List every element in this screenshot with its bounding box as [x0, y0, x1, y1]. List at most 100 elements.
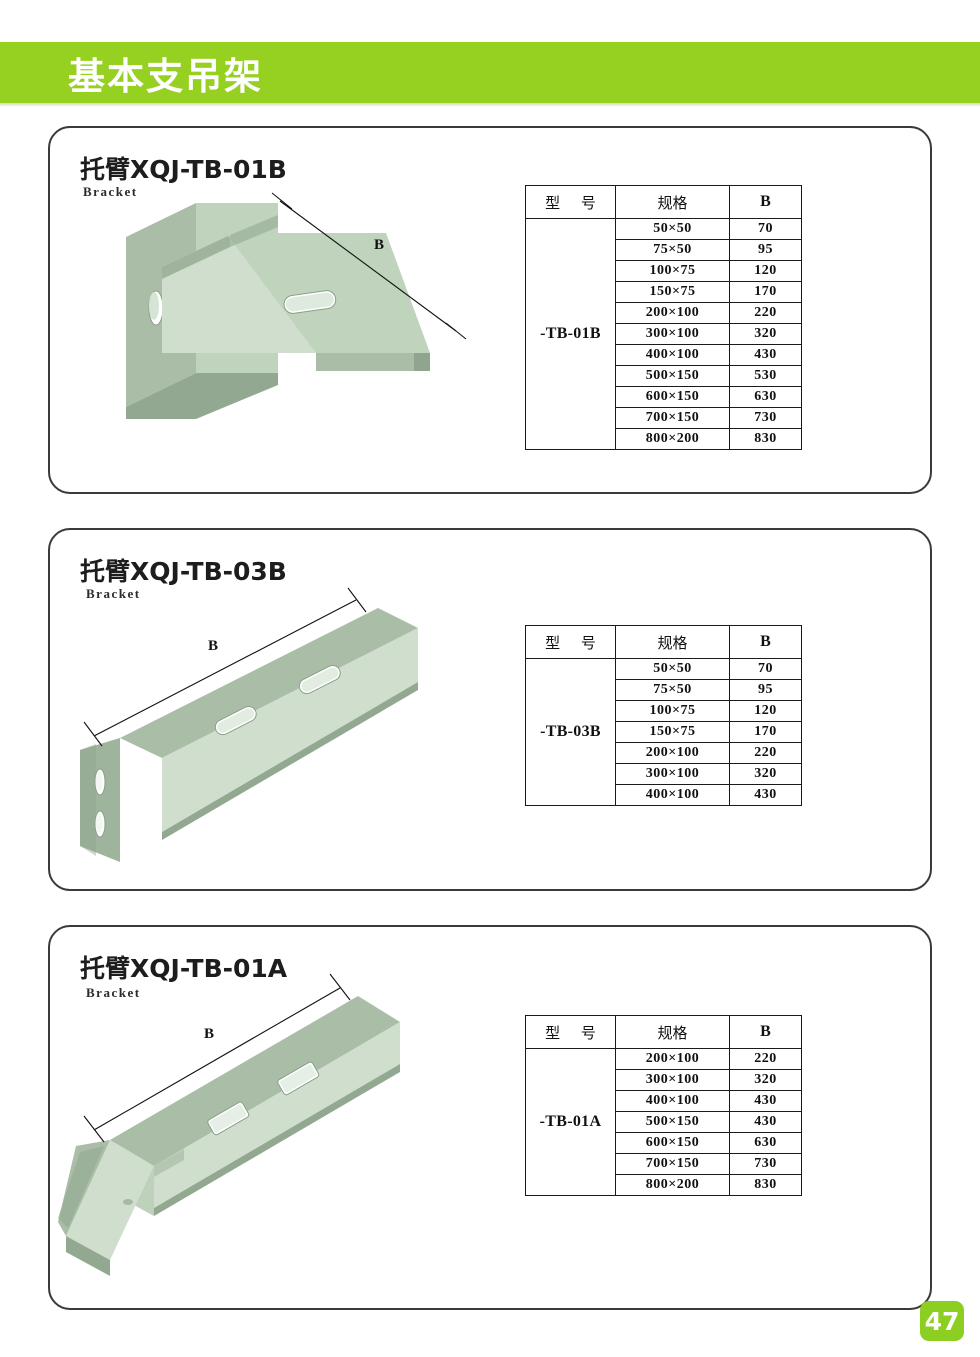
cell-b: 630 [729, 1132, 802, 1154]
column-header-spec: 规格 [615, 185, 730, 219]
cell-b: 320 [729, 1069, 802, 1091]
cell-b: 830 [729, 428, 802, 450]
cell-spec: 300×100 [615, 1069, 730, 1091]
cell-spec: 100×75 [615, 260, 730, 282]
table-header-row: 型 号 规格 B [525, 1015, 802, 1049]
cell-model: -TB-01B [525, 218, 616, 450]
cell-b: 730 [729, 407, 802, 429]
page-number-badge: 47 [920, 1301, 964, 1341]
product-subtitle: Bracket [86, 586, 141, 601]
cell-b: 320 [729, 323, 802, 345]
cell-b: 220 [729, 302, 802, 324]
bracket-drawing-tb-01a: B [58, 973, 400, 1276]
cell-spec: 100×75 [615, 700, 730, 722]
dimension-label-b: B [208, 638, 218, 654]
cell-spec: 700×150 [615, 407, 730, 429]
bracket-drawing-tb-01b: B [126, 192, 467, 419]
cell-b: 730 [729, 1153, 802, 1175]
cell-spec: 300×100 [615, 763, 730, 785]
cell-spec: 75×50 [615, 239, 730, 261]
cell-spec: 400×100 [615, 784, 730, 806]
cell-spec: 300×100 [615, 323, 730, 345]
cell-b: 70 [729, 218, 802, 240]
cell-spec: 600×150 [615, 386, 730, 408]
cell-b: 120 [729, 260, 802, 282]
cell-b: 430 [729, 1111, 802, 1133]
product-title: 托臂XQJ-TB-01B [80, 155, 287, 184]
page-title: 基本支吊架 [68, 54, 263, 98]
cell-b: 630 [729, 386, 802, 408]
cell-spec: 800×200 [615, 1174, 730, 1196]
cell-spec: 800×200 [615, 428, 730, 450]
table-header-row: 型 号 规格 B [525, 185, 802, 219]
column-header-spec: 规格 [615, 625, 730, 659]
column-header-b: B [729, 625, 802, 659]
column-header-model: 型 号 [525, 1015, 616, 1049]
cell-b: 70 [729, 658, 802, 680]
cell-b: 120 [729, 700, 802, 722]
cell-b: 530 [729, 365, 802, 387]
cell-b: 95 [729, 239, 802, 261]
cell-b: 170 [729, 281, 802, 303]
cell-spec: 400×100 [615, 344, 730, 366]
column-header-model: 型 号 [525, 185, 616, 219]
product-title: 托臂XQJ-TB-01A [80, 954, 288, 983]
cell-b: 170 [729, 721, 802, 743]
cell-b: 430 [729, 1090, 802, 1112]
dimension-label-b: B [204, 1026, 214, 1042]
cell-b: 430 [729, 344, 802, 366]
cell-model: -TB-03B [525, 658, 616, 806]
column-header-b: B [729, 1015, 802, 1049]
dimension-label-b: B [374, 237, 384, 253]
cell-b: 830 [729, 1174, 802, 1196]
cell-b: 220 [729, 1048, 802, 1070]
product-title: 托臂XQJ-TB-03B [80, 557, 287, 586]
cell-spec: 400×100 [615, 1090, 730, 1112]
cell-spec: 50×50 [615, 218, 730, 240]
table-header-row: 型 号 规格 B [525, 625, 802, 659]
product-subtitle: Bracket [86, 985, 141, 1000]
column-header-b: B [729, 185, 802, 219]
column-header-spec: 规格 [615, 1015, 730, 1049]
cell-spec: 500×150 [615, 365, 730, 387]
cell-model: -TB-01A [525, 1048, 616, 1196]
cell-spec: 200×100 [615, 302, 730, 324]
cell-spec: 500×150 [615, 1111, 730, 1133]
product-subtitle: Bracket [83, 184, 138, 199]
cell-spec: 50×50 [615, 658, 730, 680]
cell-b: 320 [729, 763, 802, 785]
page-header-banner: 基本支吊架 [0, 42, 980, 103]
column-header-model: 型 号 [525, 625, 616, 659]
banner-shadow [0, 103, 980, 107]
bracket-drawing-tb-03b: B [80, 587, 418, 862]
cell-b: 95 [729, 679, 802, 701]
cell-b: 430 [729, 784, 802, 806]
cell-spec: 200×100 [615, 1048, 730, 1070]
cell-b: 220 [729, 742, 802, 764]
cell-spec: 200×100 [615, 742, 730, 764]
cell-spec: 700×150 [615, 1153, 730, 1175]
cell-spec: 75×50 [615, 679, 730, 701]
